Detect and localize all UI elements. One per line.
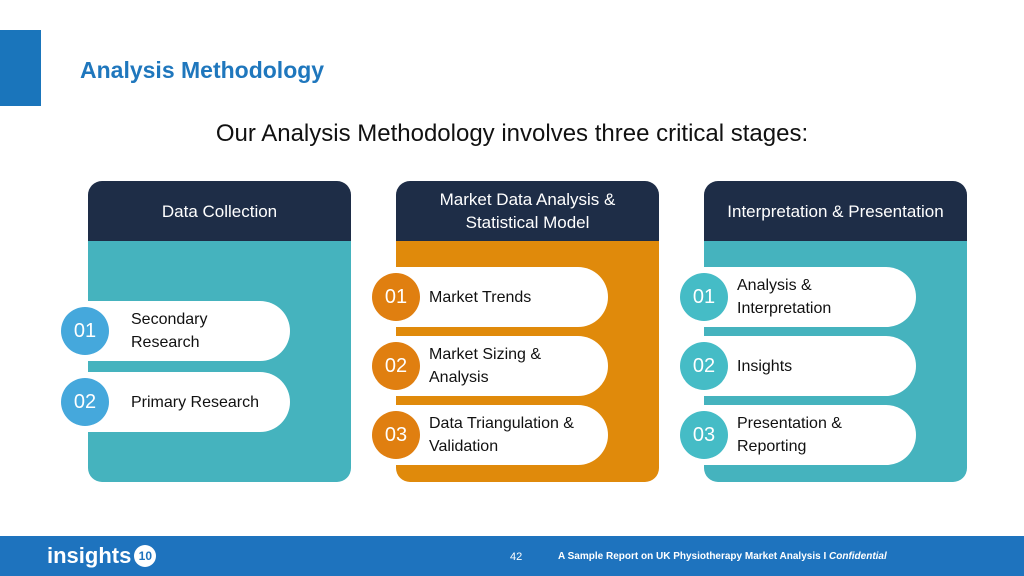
footer-text: A Sample Report on UK Physiotherapy Mark… (558, 551, 887, 562)
step-item: Presentation & Reporting (704, 405, 916, 465)
footer-confidential: Confidential (829, 551, 887, 562)
footer-report-title: A Sample Report on UK Physiotherapy Mark… (558, 551, 829, 562)
step-item: Insights (704, 336, 916, 396)
step-item: Analysis & Interpretation (704, 267, 916, 327)
stage-header-label: Interpretation & Presentation (727, 201, 944, 221)
stage-column-1: Data Collection (88, 181, 351, 482)
step-label: Analysis & Interpretation (737, 277, 832, 317)
step-label: Market Trends (429, 288, 532, 306)
step-label: Secondary Research (131, 311, 208, 351)
step-label: Market Sizing & Analysis (429, 346, 542, 386)
logo-text: insights (47, 543, 132, 568)
step-number-badge: 03 (680, 411, 728, 459)
step-item: Market Trends (396, 267, 608, 327)
stage-header: Data Collection (88, 181, 351, 241)
step-item: Market Sizing & Analysis (396, 336, 608, 396)
step-number-badge: 01 (61, 307, 109, 355)
stage-body (88, 241, 351, 482)
stage-header: Interpretation & Presentation (704, 181, 967, 241)
stage-header-label: Data Collection (161, 201, 278, 221)
step-number-badge: 03 (372, 411, 420, 459)
step-label: Insights (737, 357, 793, 375)
step-number-badge: 02 (372, 342, 420, 390)
step-item: Data Triangulation & Validation (396, 405, 608, 465)
page-title: Analysis Methodology (80, 57, 325, 83)
step-item: Primary Research (88, 372, 290, 432)
page-subtitle: Our Analysis Methodology involves three … (215, 120, 809, 147)
logo-badge: 10 (134, 545, 157, 567)
step-number-badge: 01 (372, 273, 420, 321)
step-label: Primary Research (131, 393, 260, 411)
stage-header: Market Data Analysis & Statistical Model (396, 181, 659, 241)
step-label: Data Triangulation & Validation (429, 415, 574, 455)
stage-header-label: Market Data Analysis & Statistical Model (439, 190, 616, 232)
step-label: Presentation & Reporting (737, 415, 842, 455)
accent-bar (0, 30, 41, 106)
step-number-badge: 02 (680, 342, 728, 390)
step-number-badge: 02 (61, 378, 109, 426)
step-item: Secondary Research (88, 301, 290, 361)
page-number: 42 (510, 551, 523, 563)
step-number-badge: 01 (680, 273, 728, 321)
